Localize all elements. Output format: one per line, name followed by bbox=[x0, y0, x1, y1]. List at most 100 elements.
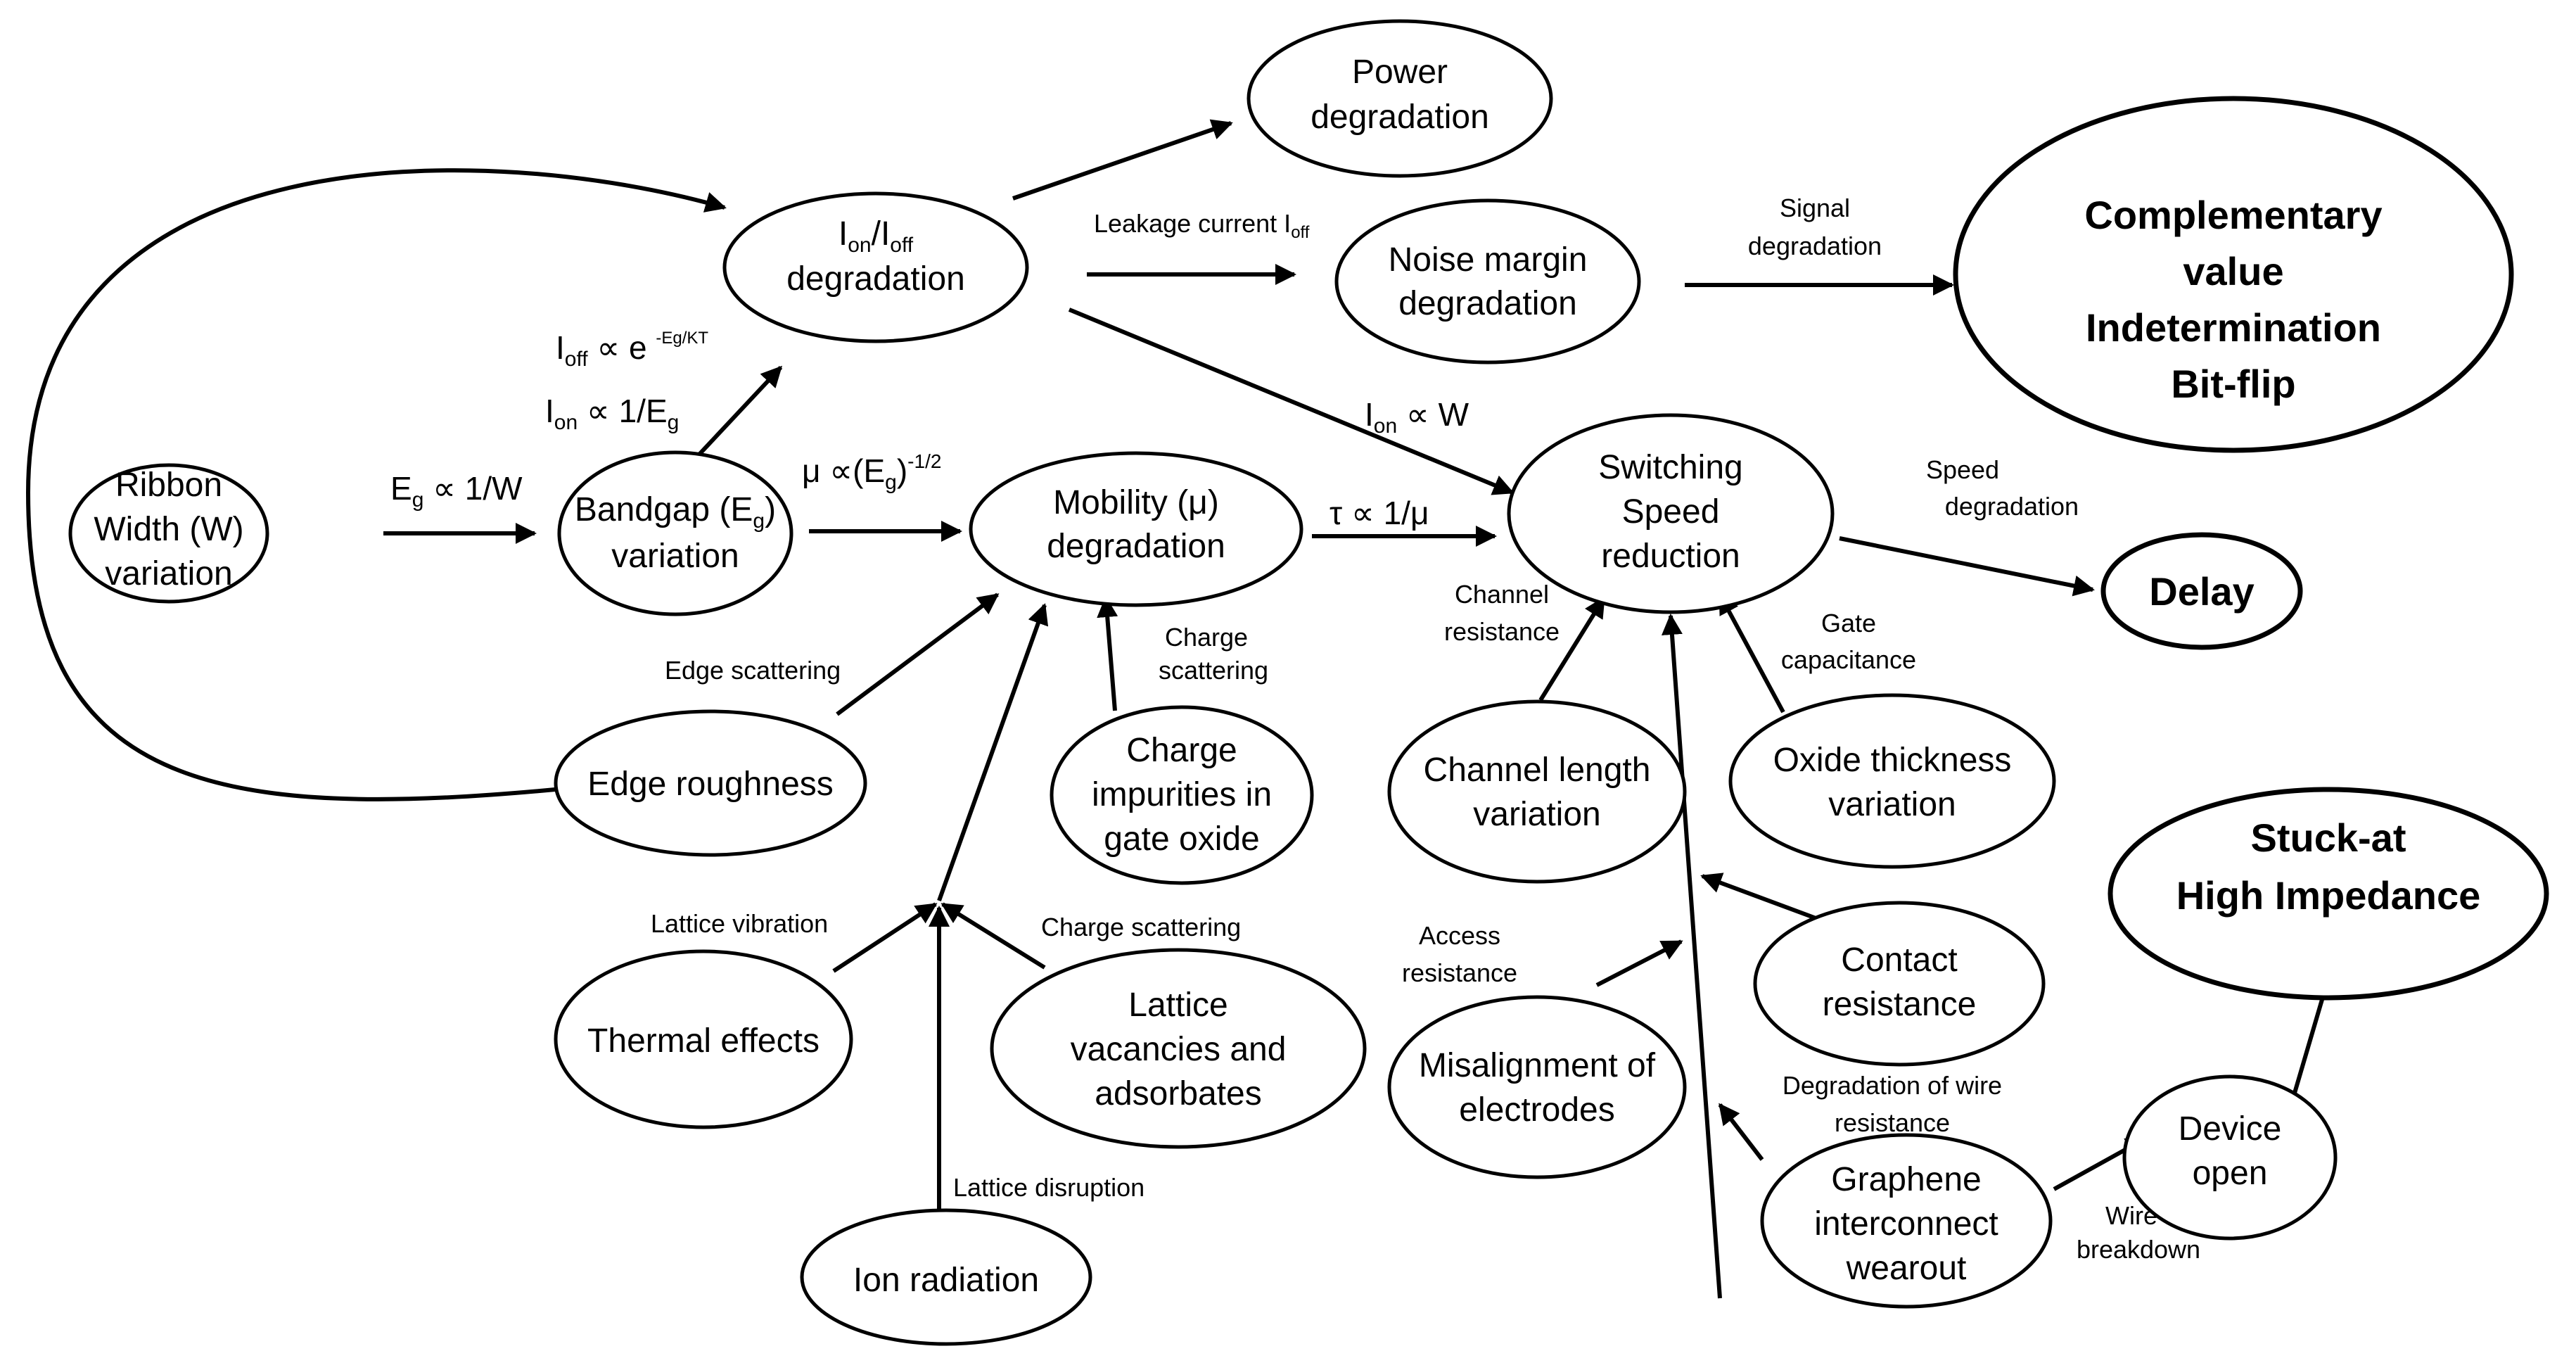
edge-channel-length-to-switching bbox=[1538, 596, 1606, 702]
svg-text:Misalignment of: Misalignment of bbox=[1419, 1047, 1656, 1084]
node-noise-margin-degradation: Noise margin degradation bbox=[1334, 198, 1641, 364]
label-wire-resistance: Degradation of wire bbox=[1783, 1071, 2002, 1100]
edge-graphene-to-misalignment bbox=[1718, 1103, 1764, 1161]
svg-text:Edge roughness: Edge roughness bbox=[587, 766, 834, 803]
svg-text:electrodes: electrodes bbox=[1459, 1091, 1614, 1129]
label-speed-degradation: Speed bbox=[1926, 455, 1999, 484]
node-switching-speed-reduction: Switching Speed reduction bbox=[1507, 413, 1835, 614]
svg-text:Bit-flip: Bit-flip bbox=[2171, 362, 2295, 406]
label-ion-formula: Ion ∝ 1/Eg bbox=[545, 393, 679, 434]
svg-text:Channel length: Channel length bbox=[1424, 751, 1651, 789]
svg-text:Switching: Switching bbox=[1598, 449, 1742, 486]
label-tau-formula: τ ∝ 1/μ bbox=[1330, 495, 1429, 531]
node-graphene-interconnect-wearout: Graphene interconnect wearout bbox=[1760, 1133, 2053, 1309]
label-gate-capacitance: Gate bbox=[1821, 609, 1876, 638]
node-ion-ioff-degradation: Ion/Ioff degradation bbox=[722, 191, 1029, 343]
svg-text:Indetermination: Indetermination bbox=[2086, 305, 2381, 350]
edge-ionoff-to-power bbox=[1012, 119, 1233, 201]
svg-text:degradation: degradation bbox=[786, 260, 965, 298]
edge-access-resistance bbox=[1595, 939, 1683, 987]
svg-text:Device: Device bbox=[2179, 1110, 2282, 1148]
edge-thermal-to-junction bbox=[832, 902, 938, 973]
svg-text:resistance: resistance bbox=[1823, 986, 1977, 1023]
svg-text:adsorbates: adsorbates bbox=[1095, 1075, 1262, 1112]
label-leakage-current: Leakage current Ioff bbox=[1094, 209, 1310, 242]
edge-charge-impurities-to-mobility bbox=[1097, 596, 1118, 711]
svg-text:Oxide thickness: Oxide thickness bbox=[1773, 742, 2012, 779]
node-device-open: Device open bbox=[2122, 1074, 2338, 1241]
svg-text:gate oxide: gate oxide bbox=[1104, 820, 1260, 858]
label-wire-resistance-2: resistance bbox=[1835, 1108, 1950, 1137]
svg-text:Width (W): Width (W) bbox=[94, 511, 243, 548]
label-mu-formula: μ ∝(Eg)-1/2 bbox=[802, 450, 941, 494]
edge-oxide-thickness-to-switching bbox=[1718, 592, 1785, 713]
svg-text:Power: Power bbox=[1352, 53, 1448, 91]
svg-text:impurities in: impurities in bbox=[1092, 776, 1272, 813]
svg-text:degradation: degradation bbox=[1311, 99, 1489, 136]
label-access-resistance-2: resistance bbox=[1402, 958, 1517, 987]
node-oxide-thickness-variation: Oxide thickness variation bbox=[1728, 693, 2056, 869]
label-lattice-disruption: Lattice disruption bbox=[953, 1173, 1144, 1202]
svg-text:Speed: Speed bbox=[1622, 493, 1720, 531]
edge-switching-to-delay bbox=[1839, 536, 2095, 597]
svg-text:degradation: degradation bbox=[1047, 528, 1225, 565]
label-charge-scattering-1: Charge bbox=[1165, 623, 1248, 652]
node-misalignment-of-electrodes: Misalignment of electrodes bbox=[1387, 995, 1687, 1179]
node-ion-radiation: Ion radiation bbox=[800, 1208, 1092, 1346]
label-access-resistance: Access bbox=[1419, 921, 1500, 950]
svg-text:Graphene: Graphene bbox=[1831, 1161, 1982, 1198]
edge-contact-resistance bbox=[1700, 873, 1827, 924]
label-channel-resistance: Channel bbox=[1455, 580, 1549, 609]
node-thermal-effects: Thermal effects bbox=[554, 949, 853, 1129]
node-mobility-degradation: Mobility (μ) degradation bbox=[969, 451, 1303, 607]
node-stuck-at-high-impedance: Stuck-at High Impedance bbox=[2108, 787, 2549, 1001]
svg-text:Ion/Ioff: Ion/Ioff bbox=[839, 215, 914, 257]
svg-text:Contact: Contact bbox=[1841, 941, 1957, 979]
svg-text:Noise margin: Noise margin bbox=[1389, 241, 1588, 279]
label-charge-scattering-2: Charge scattering bbox=[1041, 913, 1241, 941]
svg-text:variation: variation bbox=[611, 538, 739, 575]
edge-edge-roughness-to-mobility bbox=[836, 592, 1000, 716]
svg-text:Stuck-at: Stuck-at bbox=[2251, 816, 2406, 860]
edge-bandgap-to-ionoff bbox=[694, 365, 783, 459]
svg-text:Ribbon: Ribbon bbox=[115, 467, 222, 504]
edge-junction-to-mobility bbox=[937, 603, 1049, 902]
svg-text:variation: variation bbox=[105, 555, 232, 592]
svg-text:interconnect: interconnect bbox=[1814, 1205, 1998, 1243]
label-gate-capacitance-2: capacitance bbox=[1781, 645, 1916, 674]
svg-text:Ion radiation: Ion radiation bbox=[853, 1262, 1039, 1299]
svg-text:open: open bbox=[2193, 1155, 2268, 1192]
edge-edge-roughness-to-ionoff bbox=[25, 168, 727, 801]
svg-text:Thermal effects: Thermal effects bbox=[587, 1022, 820, 1060]
label-speed-degradation-2: degradation bbox=[1945, 492, 2079, 521]
svg-text:Delay: Delay bbox=[2149, 569, 2254, 614]
svg-text:High Impedance: High Impedance bbox=[2176, 873, 2481, 918]
label-wire-breakdown: Wire bbox=[2105, 1201, 2157, 1230]
node-bandgap-variation: Bandgap (Eg) variation bbox=[557, 450, 793, 616]
label-charge-scattering-1-2: scattering bbox=[1159, 656, 1268, 685]
label-channel-resistance-2: resistance bbox=[1444, 617, 1560, 646]
node-charge-impurities: Charge impurities in gate oxide bbox=[1050, 705, 1314, 885]
svg-text:Charge: Charge bbox=[1126, 732, 1237, 769]
label-lattice-vibration: Lattice vibration bbox=[651, 909, 828, 938]
node-lattice-vacancies: Lattice vacancies and adsorbates bbox=[990, 948, 1367, 1149]
label-signal-degradation: Signal bbox=[1780, 194, 1850, 222]
node-channel-length-variation: Channel length variation bbox=[1387, 699, 1687, 884]
svg-text:value: value bbox=[2183, 249, 2283, 293]
svg-text:Complementary: Complementary bbox=[2084, 193, 2382, 237]
node-power-degradation: Power degradation bbox=[1246, 19, 1553, 178]
label-wire-breakdown-2: breakdown bbox=[2077, 1235, 2200, 1264]
label-eg-formula: Eg ∝ 1/W bbox=[390, 470, 523, 512]
edge-ionoff-to-switching bbox=[1068, 307, 1515, 495]
svg-text:wearout: wearout bbox=[1846, 1250, 1967, 1287]
svg-text:variation: variation bbox=[1473, 796, 1600, 833]
edge-labels: Leakage current Ioff Signal degradation … bbox=[390, 194, 2200, 1264]
label-edge-scattering: Edge scattering bbox=[665, 656, 841, 685]
edge-bottom-to-switching bbox=[1661, 614, 1722, 1299]
svg-text:reduction: reduction bbox=[1601, 538, 1740, 575]
edge-lattice-vacancies-to-junction bbox=[941, 902, 1046, 970]
label-ion-w: Ion ∝ W bbox=[1365, 396, 1469, 438]
node-delay: Delay bbox=[2100, 532, 2303, 650]
svg-text:variation: variation bbox=[1828, 786, 1956, 823]
